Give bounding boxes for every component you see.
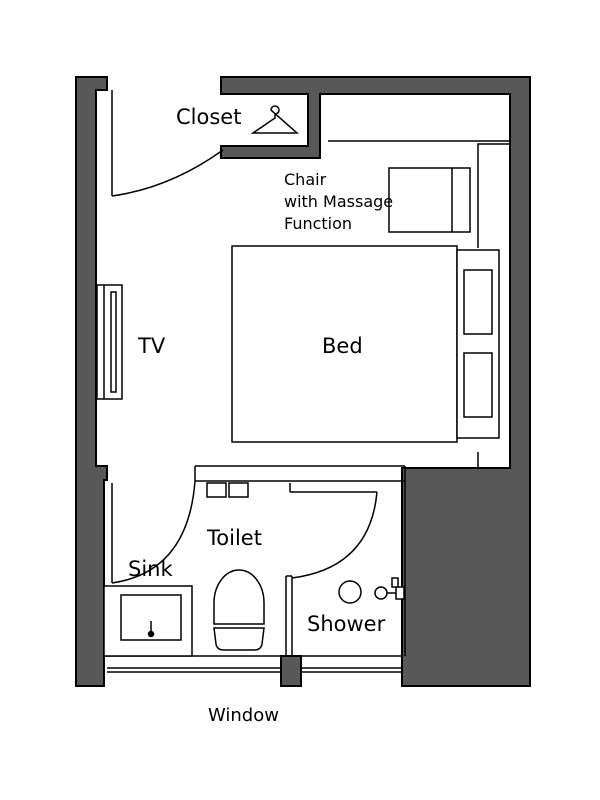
- toilet: [213, 569, 265, 651]
- chair-label-line1: Chair: [284, 170, 327, 189]
- left-wall: [75, 76, 108, 687]
- chair-label-line3: Function: [284, 214, 352, 233]
- paper-holder-1: [206, 482, 227, 498]
- clothes-hanger-icon: [250, 105, 299, 134]
- shower-drain: [338, 580, 362, 604]
- bed: [231, 245, 500, 443]
- shower-door: [289, 483, 378, 579]
- shower-valve: [395, 586, 405, 600]
- chair-label-line2: with Massage: [284, 192, 393, 211]
- outer-walls: [75, 76, 531, 687]
- pillow-bottom: [463, 352, 493, 418]
- window-pillar: [280, 655, 302, 687]
- window-label: Window: [208, 705, 279, 726]
- entrance-door: [111, 90, 224, 197]
- bathroom-door: [111, 480, 196, 584]
- shower-head: [374, 586, 388, 600]
- shower-label: Shower: [307, 612, 386, 636]
- tv-unit: [96, 284, 123, 400]
- paper-holder-2: [228, 482, 249, 498]
- shower-partition: [285, 575, 293, 656]
- window: [107, 667, 402, 673]
- sink-label: Sink: [128, 557, 173, 581]
- closet-label: Closet: [176, 105, 241, 129]
- shower-tap: [391, 577, 399, 588]
- top-right-wall: [220, 76, 531, 687]
- massage-chair: [388, 167, 471, 233]
- headboard-unit: [477, 143, 510, 469]
- sink: [103, 585, 193, 657]
- toilet-label: Toilet: [206, 526, 262, 550]
- bed-label: Bed: [322, 334, 363, 358]
- pillow-top: [463, 269, 493, 335]
- shower-fixtures: [338, 577, 405, 604]
- tv-label: TV: [137, 334, 166, 358]
